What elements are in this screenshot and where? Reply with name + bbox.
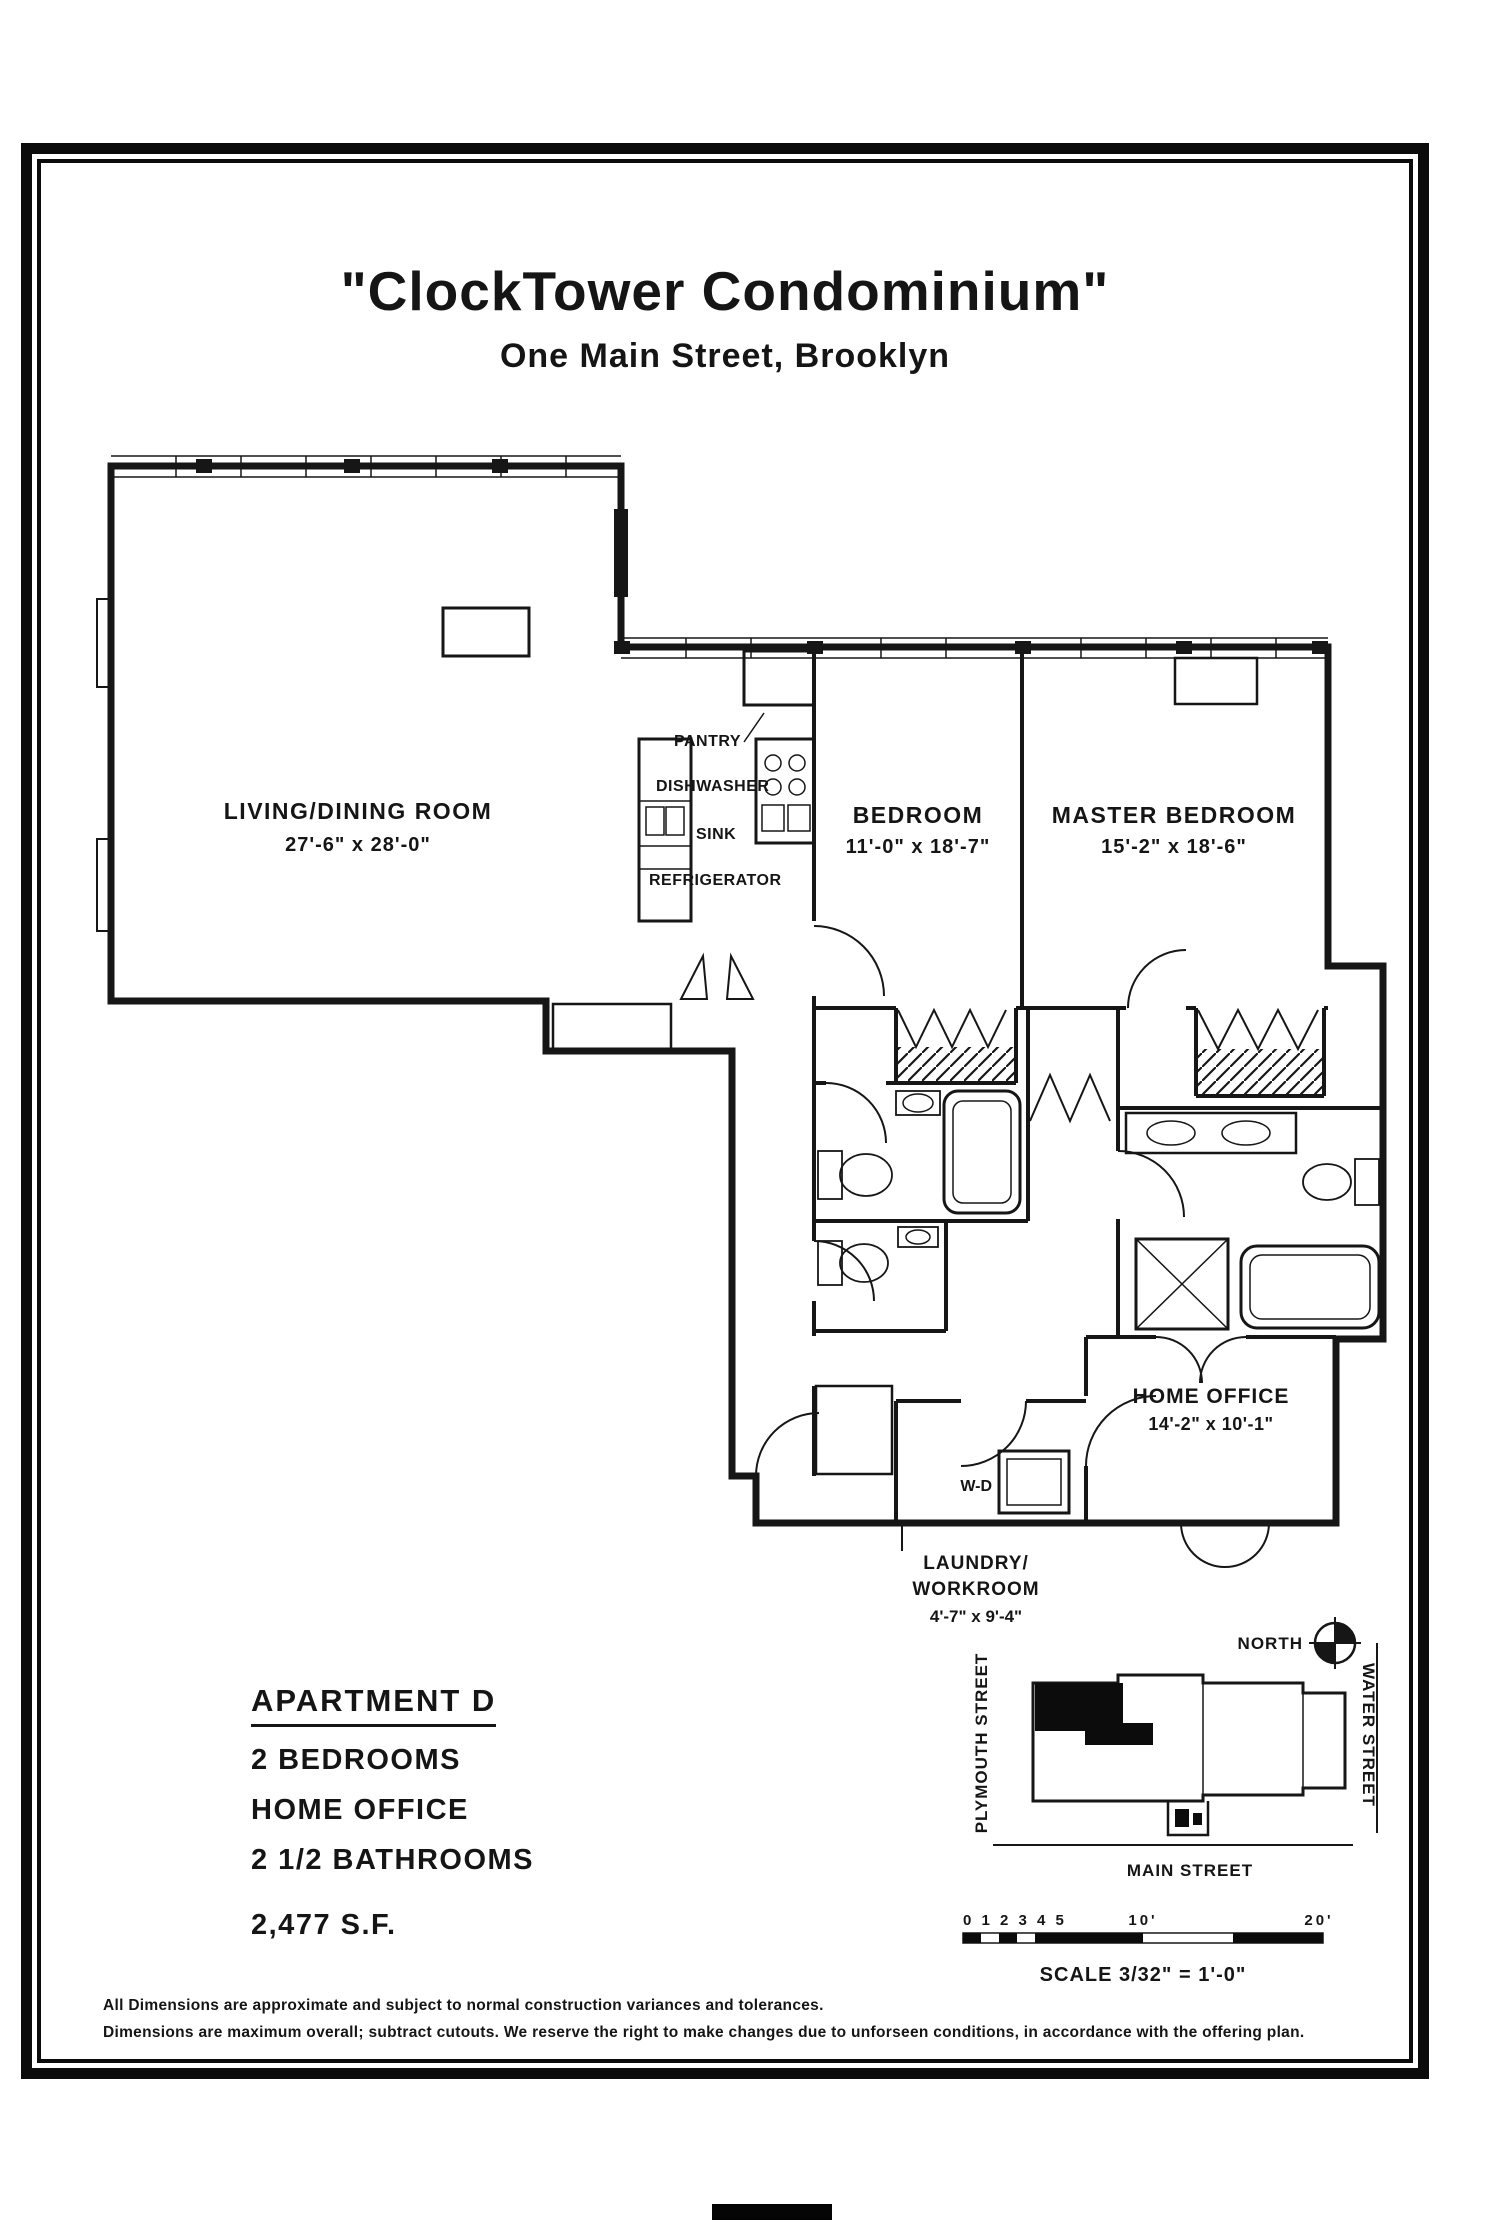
pantry-label: PANTRY xyxy=(674,733,741,750)
apartment-location xyxy=(1035,1683,1153,1745)
key-map: NORTH PLYMOUTH STREET WAT xyxy=(962,1617,1378,1986)
scale-mid: 10' xyxy=(1128,1912,1157,1929)
window-bay-upper xyxy=(96,598,112,688)
kitchen-island xyxy=(637,737,693,923)
master-bedroom-label: MASTER BEDROOM xyxy=(1052,802,1297,828)
range-burners xyxy=(764,754,806,796)
water-street-label: WATER STREET xyxy=(1359,1663,1378,1807)
main-street-label: MAIN STREET xyxy=(1127,1861,1253,1880)
exterior-walls xyxy=(96,455,1387,1527)
powder-sink xyxy=(897,1226,939,1248)
master-bathroom-fixtures xyxy=(1124,1111,1381,1331)
toilet-bowl xyxy=(839,1153,893,1197)
summary-bathrooms: 2 1/2 BATHROOMS xyxy=(251,1844,535,1876)
home-office-dims: 14'-2" x 10'-1" xyxy=(1148,1414,1273,1434)
page-title: "ClockTower Condominium" xyxy=(340,260,1110,322)
window-bay-lower xyxy=(96,838,112,932)
pantry-leader xyxy=(743,712,765,743)
floor-plan: LIVING/DINING ROOM 27'-6" x 28'-0" BEDRO… xyxy=(96,455,1387,1626)
master-tub xyxy=(1239,1244,1381,1330)
apartment-summary: APARTMENT D 2 BEDROOMS HOME OFFICE 2 1/2… xyxy=(251,1683,534,1942)
summary-area: 2,477 S.F. xyxy=(251,1909,397,1941)
room-labels: LIVING/DINING ROOM 27'-6" x 28'-0" BEDRO… xyxy=(224,733,1297,1626)
window-mullions xyxy=(196,459,1328,654)
hall-bathroom-fixtures xyxy=(817,1089,1022,1215)
washer-dryer-unit xyxy=(997,1449,1071,1515)
washer-dryer-label: W-D xyxy=(960,1478,992,1495)
bathtub xyxy=(942,1089,1022,1215)
master-wall-closet xyxy=(1173,656,1259,706)
building-outline xyxy=(993,1643,1378,1846)
foyer-closet xyxy=(551,1002,673,1051)
laundry-dims: 4'-7" x 9'-4" xyxy=(930,1607,1022,1626)
wardrobe-bifold xyxy=(1029,1072,1111,1124)
structural-column xyxy=(441,606,531,658)
refrigerator-label: REFRIGERATOR xyxy=(649,872,782,889)
vanity xyxy=(1124,1111,1298,1155)
master-closet xyxy=(1196,1049,1324,1096)
page-subtitle: One Main Street, Brooklyn xyxy=(499,337,951,375)
apartment-name: APARTMENT D xyxy=(251,1683,497,1727)
home-office-label: HOME OFFICE xyxy=(1133,1385,1290,1408)
sink-label: SINK xyxy=(696,826,736,843)
door-swings xyxy=(679,925,1270,1568)
wall-pier xyxy=(614,509,628,597)
summary-home-office: HOME OFFICE xyxy=(251,1794,469,1826)
scale-label: SCALE 3/32" = 1'-0" xyxy=(1040,1964,1247,1986)
scale-ticks: 0 1 2 3 4 5 xyxy=(963,1912,1067,1929)
north-arrow: NORTH xyxy=(1238,1617,1361,1669)
closets xyxy=(551,656,1324,1476)
scan-artifact xyxy=(712,2204,832,2220)
scale-bar: 0 1 2 3 4 5 10' 20' SCALE 3/32" = 1'-0" xyxy=(962,1912,1333,1986)
foyer-double-door xyxy=(679,952,755,1000)
pantry-cabinet xyxy=(742,649,816,707)
kitchen-fixtures xyxy=(637,649,816,923)
bedroom-closet xyxy=(896,1047,1016,1083)
building-stem xyxy=(1166,1801,1210,1837)
master-bedroom-dims: 15'-2" x 18'-6" xyxy=(1101,836,1247,858)
entry-closet xyxy=(814,1384,894,1476)
laundry-label-1: LAUNDRY/ xyxy=(923,1553,1028,1574)
scale-end: 20' xyxy=(1304,1912,1333,1929)
living-dining-label: LIVING/DINING ROOM xyxy=(224,798,493,824)
laundry-label-2: WORKROOM xyxy=(912,1579,1039,1600)
north-label: NORTH xyxy=(1238,1634,1303,1653)
bedroom-label: BEDROOM xyxy=(853,802,984,828)
toilet-bowl xyxy=(1302,1163,1352,1201)
toilet-tank xyxy=(817,1240,843,1286)
shower xyxy=(1134,1237,1230,1331)
toilet-tank xyxy=(817,1150,843,1200)
bath-sink xyxy=(895,1090,941,1116)
outer-border: "ClockTower Condominium" One Main Street… xyxy=(21,143,1429,2079)
toilet-bowl xyxy=(839,1243,889,1283)
title-block: "ClockTower Condominium" One Main Street… xyxy=(41,259,1409,376)
bedroom-dims: 11'-0" x 18'-7" xyxy=(846,836,991,858)
inner-border: "ClockTower Condominium" One Main Street… xyxy=(37,159,1413,2063)
island-sink-basin xyxy=(645,806,665,836)
living-dining-dims: 27'-6" x 28'-0" xyxy=(285,834,431,856)
plymouth-street-label: PLYMOUTH STREET xyxy=(972,1653,991,1834)
summary-bedrooms: 2 BEDROOMS xyxy=(251,1744,461,1776)
toilet-tank xyxy=(1354,1158,1380,1206)
range-counter xyxy=(754,737,816,845)
laundry-fixtures xyxy=(901,1449,1071,1551)
disclaimer-line-2: Dimensions are maximum overall; subtract… xyxy=(103,2024,1305,2041)
powder-room-fixtures xyxy=(817,1226,939,1286)
disclaimer-line-1: All Dimensions are approximate and subje… xyxy=(103,1997,824,2014)
dishwasher-label: DISHWASHER xyxy=(656,778,769,795)
disclaimer-block: All Dimensions are approximate and subje… xyxy=(103,1997,1408,2042)
